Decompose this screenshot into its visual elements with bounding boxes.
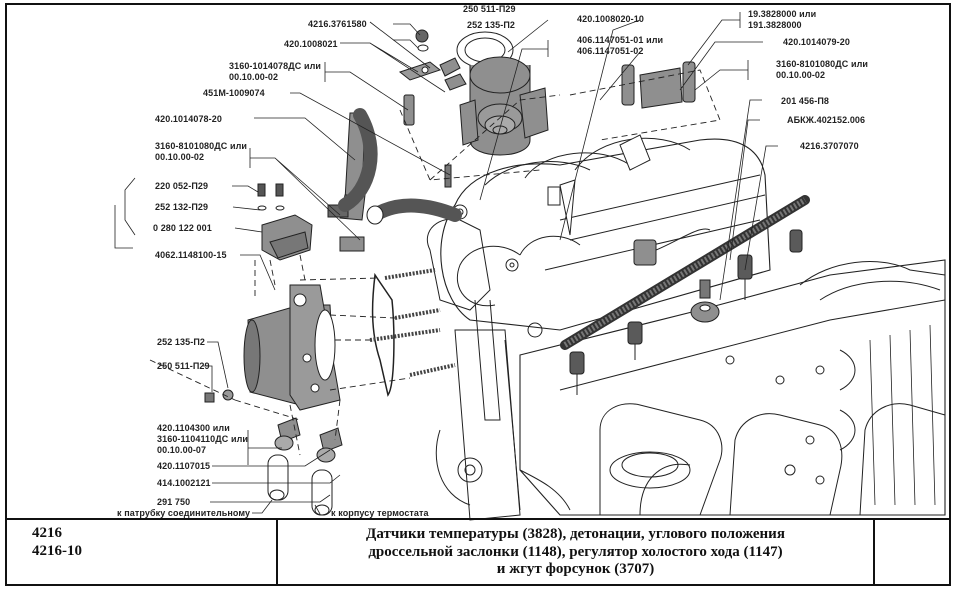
label-idle-valve-pipe: 420.1008020-10 [577,14,644,24]
label-injector-harness: 4216.3707070 [800,141,859,151]
label-clamp-d: 3160-8101080ДС или 00.10.00-02 [776,59,868,81]
label-washer-252-135-top: 252 135-П2 [467,20,516,30]
label-line: 00.10.00-02 [229,72,279,82]
label-line: 420.1104300 или [157,423,230,433]
engine-model: 4216-10 [32,543,82,559]
top-clamps [327,29,467,221]
label-washer-201-456: 201 456-П8 [781,96,830,106]
title-block-title-cell: Датчики температуры (3828), детонации, у… [278,520,875,586]
label-washer-252-135: 252 135-П2 [157,337,206,347]
label-line: 00.10.00-07 [157,445,207,455]
label-line: 406.1147051-02 [577,46,644,56]
label-hose-420-1014079: 420.1014079-20 [783,37,850,47]
drawing-title: Датчики температуры (3828), детонации, у… [278,526,873,579]
label-line: 3160-1014078ДС или [229,61,322,71]
label-temp-sensor: 19.3828000 или 191.3828000 [748,9,816,31]
label-to-connecting-pipe: к патрубку соединительному [117,508,251,518]
label-line: 00.10.00-02 [155,152,205,162]
tps-sensor-part [257,183,313,261]
injector-harness-part [560,195,810,395]
title-line: Датчики температуры (3828), детонации, у… [366,526,785,542]
label-throttle-body: 4062.1148100-15 [155,250,227,260]
label-idle-regulator: 406.1147051-01 или 406.1147051-02 [577,35,663,57]
label-hose-451m: 451М-1009074 [203,88,265,98]
knock-sensor-part [633,228,720,323]
label-line: 191.3828000 [748,20,802,30]
title-line: дроссельной заслонки (1148), регулятор х… [368,543,783,560]
label-screw-220-052: 220 052-П29 [155,181,209,191]
title-line: и жгут форсунок (3707) [496,561,655,577]
gasket-part [371,272,395,397]
title-block: 4216 4216-10 Датчики температуры (3828),… [5,518,951,586]
studs [369,268,456,377]
label-line: 3160-1104110ДС или [157,434,249,444]
title-block-models-cell: 4216 4216-10 [5,520,278,586]
label-clamp-420-1107015: 420.1107015 [157,461,211,471]
label-clamp-plate: 4216.3761580 [308,19,367,29]
engine-head-outline [426,137,946,521]
engine-model: 4216 [32,525,62,541]
hose-part [338,108,462,252]
label-line: 19.3828000 или [748,9,817,19]
label-knock-sensor: АБКЖ.402152.006 [787,115,866,125]
label-to-thermostat: к корпусу термостата [331,508,429,518]
drawing-frame [5,3,951,586]
label-hose-clamp-a: 3160-1014078ДС или 00.10.00-02 [229,61,321,83]
throttle-body-part [243,284,341,411]
label-line: 3160-8101080ДС или [155,141,248,151]
label-bracket: 420.1008021 [284,39,338,49]
label-hose-414: 414.1002121 [157,478,211,488]
label-washer-250-511-top: 250 511-П29 [463,4,516,14]
label-tps-sensor: 0 280 122 001 [153,223,212,233]
title-block-empty-cell [875,520,951,586]
label-line: 406.1147051-01 или [577,35,664,45]
label-hose-clamp-c: 420.1104300 или 3160-1104110ДС или 00.10… [157,423,248,456]
label-hose-420-1014078: 420.1014078-20 [155,114,222,124]
label-nut-250-511: 250 511-П29 [157,361,210,371]
label-line: 3160-8101080ДС или [776,59,869,69]
label-part-291-750: 291 750 [157,497,191,507]
idle-regulator-part [456,31,549,156]
label-clamp-b: 3160-8101080ДС или 00.10.00-02 [155,141,247,163]
temp-sensor-parts [547,61,696,236]
engine-models: 4216 4216-10 [32,524,82,560]
leader-lines [114,12,778,515]
label-washer-252-132: 252 132-П29 [155,202,209,212]
assembly-dashed-lines [149,69,721,456]
label-line: 00.10.00-02 [776,70,826,80]
